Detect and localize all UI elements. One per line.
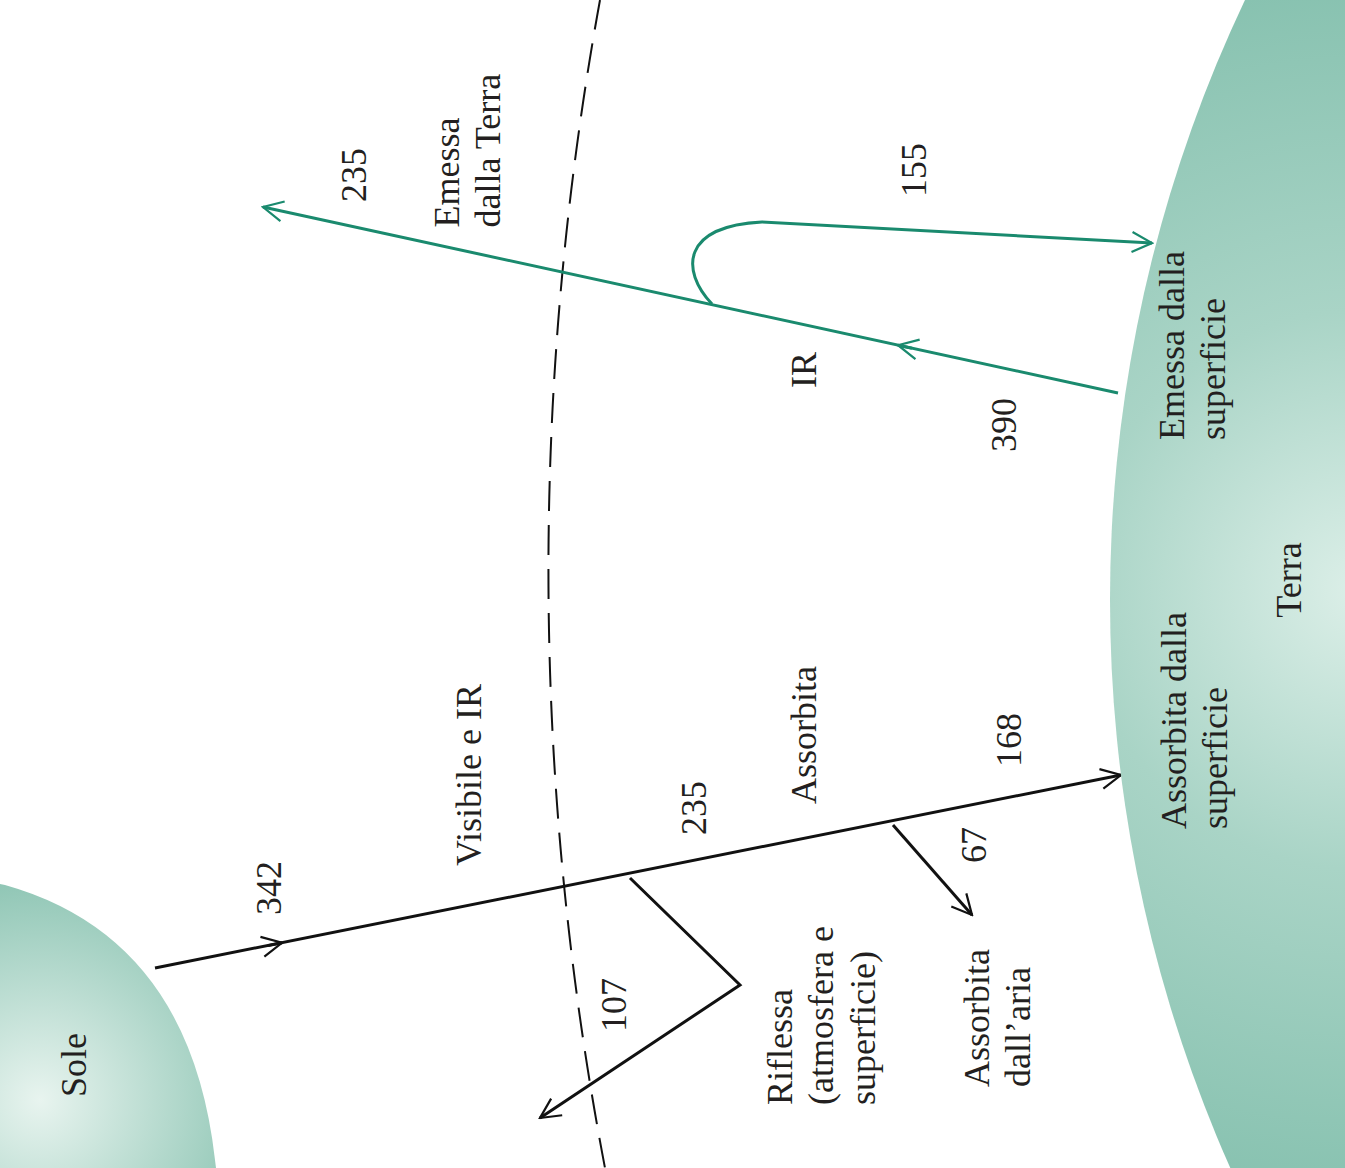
earth-label: Assorbita dalla superficie — [1154, 611, 1237, 829]
solar-flux-arrow — [155, 775, 1121, 968]
flux-value: 155 — [894, 143, 935, 197]
back-radiation-arrow — [693, 222, 1152, 304]
flow-label: Emessa dalla Terra — [427, 73, 510, 228]
flow-label: IR — [784, 352, 825, 388]
flux-value: 390 — [984, 398, 1025, 452]
flow-label: Assorbita — [784, 666, 825, 804]
flow-label: Visibile e IR — [449, 684, 490, 866]
flux-value: 168 — [989, 713, 1030, 767]
earth-label: Emessa dalla superficie — [1152, 250, 1235, 440]
reflected-arrow — [540, 878, 740, 1118]
flow-chevron — [898, 345, 912, 348]
flow-label: Assorbita dall’aria — [957, 953, 1040, 1087]
flux-value: 107 — [594, 978, 635, 1032]
earth-label: Terra — [1269, 542, 1310, 617]
earth-shape: Emessa dalla superficieAssorbita dalla s… — [1100, 0, 1345, 1168]
flux-value: 342 — [249, 861, 290, 915]
flux-value: 235 — [334, 148, 375, 202]
sun-outline — [0, 880, 240, 1168]
flux-value: 67 — [954, 827, 995, 863]
flow-label: Riflessa (atmosfera e superficie) — [760, 925, 884, 1105]
sun-label: Sole — [54, 1033, 95, 1097]
sun-shape: Sole — [0, 880, 240, 1168]
flux-value: 235 — [674, 781, 715, 835]
